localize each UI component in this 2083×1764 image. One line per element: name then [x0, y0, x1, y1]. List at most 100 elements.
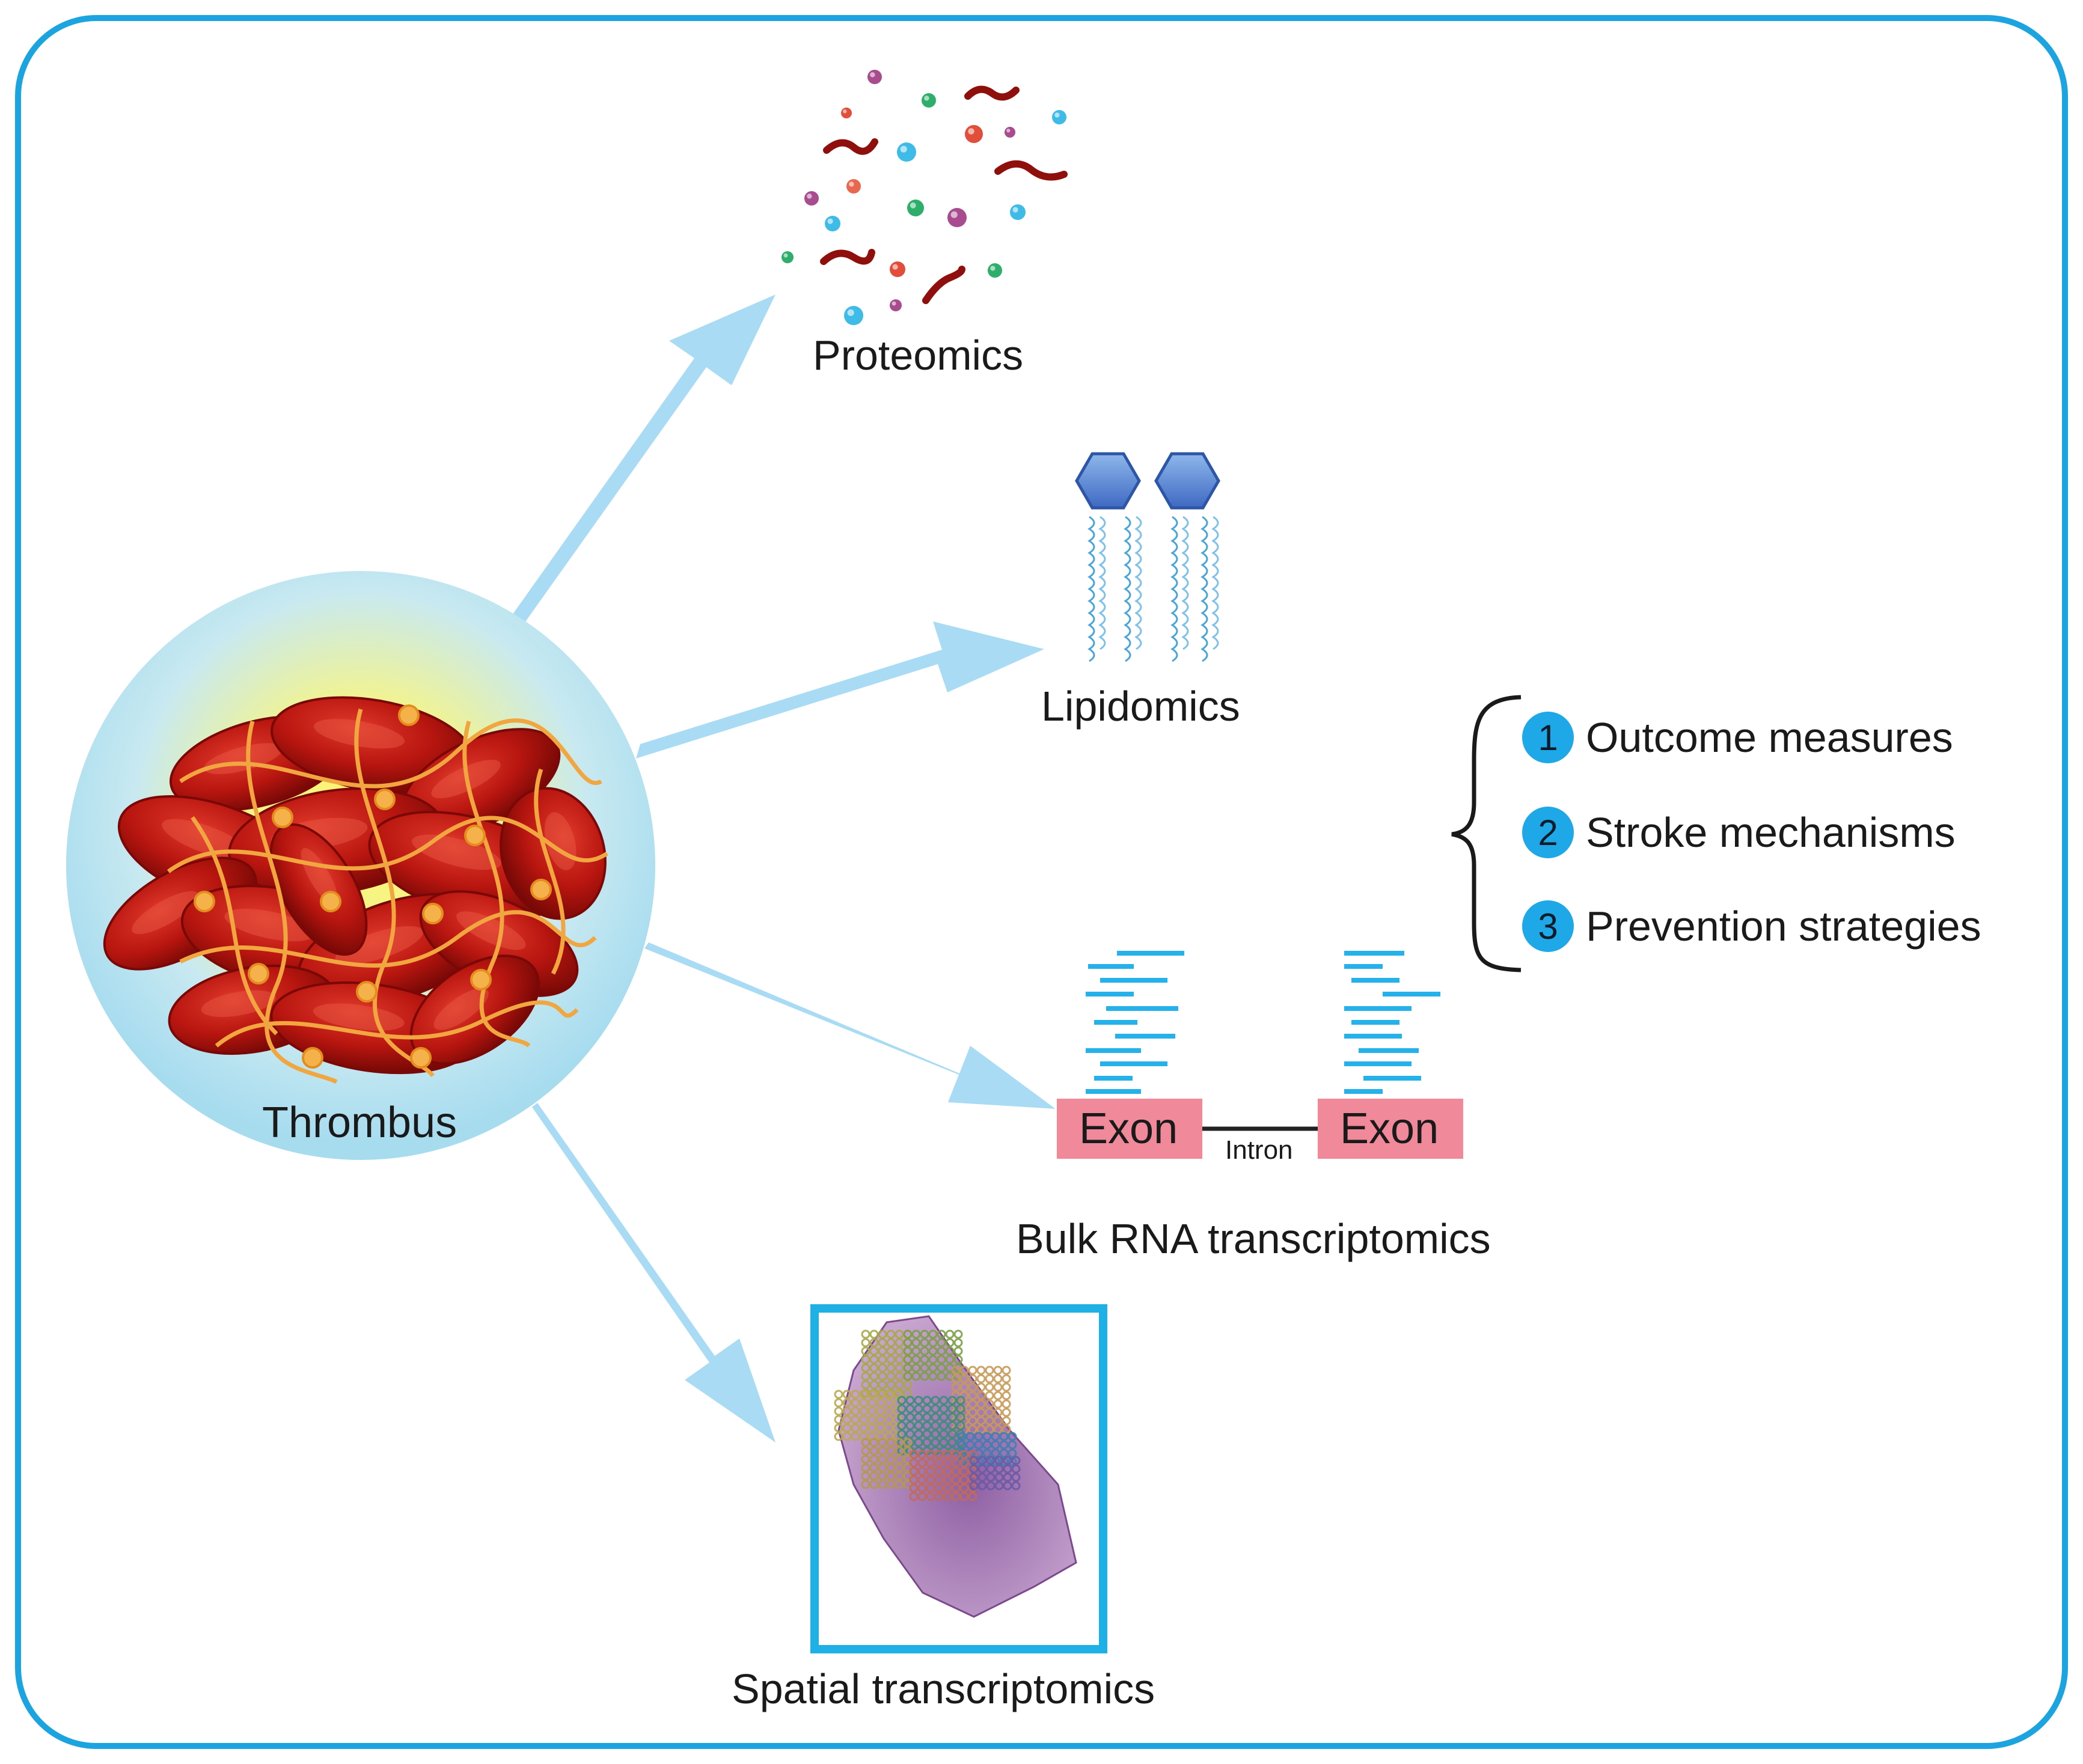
outcome-badge-1: 1	[1522, 712, 1574, 763]
platelet	[374, 789, 396, 810]
rna-read	[1344, 1061, 1412, 1066]
capture-spot	[914, 1438, 923, 1447]
capture-spot	[947, 1429, 957, 1439]
capture-spot	[897, 1404, 907, 1414]
capture-spot	[895, 1438, 904, 1447]
capture-spot	[897, 1429, 907, 1439]
capture-spot	[934, 1450, 944, 1459]
particle-shine	[968, 128, 974, 135]
capture-spot	[920, 1338, 929, 1347]
capture-spot	[886, 1329, 896, 1339]
capture-spot	[928, 1355, 938, 1364]
capture-spot	[969, 1464, 979, 1474]
capture-spot	[976, 1416, 986, 1426]
capture-spot	[867, 1423, 877, 1433]
capture-spot	[977, 1464, 987, 1474]
capture-spot	[947, 1412, 957, 1422]
rna-read	[1086, 1048, 1141, 1053]
capture-spot	[867, 1406, 877, 1416]
protein-particle	[890, 299, 902, 311]
capture-spot	[920, 1346, 929, 1356]
capture-spot	[876, 1398, 886, 1408]
capture-spot	[903, 1372, 913, 1381]
capture-spot	[909, 1450, 919, 1459]
capture-spot	[922, 1438, 932, 1447]
capture-spot	[969, 1456, 979, 1465]
cell-highlight	[132, 891, 199, 935]
outcome-item-3: 3 Prevention strategies	[1522, 899, 1981, 953]
capture-spot	[834, 1423, 843, 1433]
capture-spot	[951, 1366, 961, 1375]
platelet	[356, 981, 378, 1003]
fibrin-strand	[354, 709, 435, 1078]
capture-spot	[886, 1463, 896, 1473]
capture-spot	[869, 1329, 879, 1339]
capture-spot	[947, 1438, 957, 1447]
fibrin-strand	[179, 718, 602, 789]
cell-highlight	[313, 1003, 405, 1031]
rna-read	[1106, 1006, 1178, 1011]
capture-spot	[969, 1473, 979, 1482]
rna-read	[1351, 1020, 1399, 1025]
particle-shine	[900, 145, 907, 153]
rna-read	[1094, 1076, 1133, 1081]
lipid-tail	[1124, 516, 1131, 662]
capture-spot	[943, 1458, 952, 1468]
rna-read	[1344, 964, 1383, 969]
capture-spot	[897, 1421, 907, 1430]
capture-spot	[928, 1346, 938, 1356]
protein-particle	[988, 263, 1002, 278]
outcome-label-3: Prevention strategies	[1586, 903, 1981, 950]
capture-spot	[878, 1438, 887, 1447]
capture-spot	[884, 1406, 894, 1416]
cell-highlight	[314, 719, 405, 749]
capture-spot	[945, 1338, 955, 1347]
capture-spot	[884, 1415, 894, 1424]
capture-spot	[926, 1492, 935, 1501]
capture-spot	[945, 1346, 955, 1356]
capture-spot	[914, 1396, 923, 1405]
capture-spot	[851, 1415, 860, 1424]
capture-spot	[861, 1438, 870, 1447]
tissue-section	[834, 1315, 1077, 1618]
rna-read	[1344, 951, 1404, 956]
capture-spot	[878, 1338, 887, 1347]
frame-border	[15, 15, 2068, 1749]
capture-spot	[903, 1380, 913, 1390]
particle-shine	[827, 218, 833, 224]
capture-spot	[922, 1412, 932, 1422]
capture-spot	[943, 1475, 952, 1485]
particle-shine	[950, 211, 958, 218]
rna-read	[1359, 1048, 1419, 1053]
thrombus-label: Thrombus	[262, 1099, 457, 1147]
capture-spot	[1008, 1448, 1017, 1458]
capture-spot	[985, 1416, 994, 1426]
capture-spot	[861, 1480, 870, 1489]
capture-spot	[905, 1429, 915, 1439]
capture-spot	[886, 1446, 896, 1456]
capture-spot	[969, 1481, 979, 1491]
capture-spot	[993, 1416, 1003, 1426]
fibrin-strand	[215, 1000, 579, 1048]
capture-spot	[842, 1415, 852, 1424]
capture-spot	[911, 1355, 921, 1364]
protein-particle	[965, 125, 983, 143]
capture-spot	[893, 1390, 902, 1399]
capture-spot	[851, 1406, 860, 1416]
capture-spot	[968, 1492, 977, 1501]
capture-spot	[869, 1346, 879, 1356]
capture-spot	[926, 1458, 935, 1468]
capture-spot	[861, 1471, 870, 1481]
arrow-to-lipidomics	[636, 621, 1044, 758]
capture-spot	[895, 1346, 904, 1356]
capture-spot	[914, 1412, 923, 1422]
peptide-chain	[820, 249, 875, 265]
capture-spot	[869, 1446, 879, 1456]
protein-particle	[1010, 204, 1026, 220]
capture-spot	[977, 1481, 987, 1491]
protein-particle	[947, 208, 967, 227]
cell-highlight	[412, 834, 501, 870]
capture-spot	[1011, 1464, 1021, 1474]
capture-spot	[886, 1363, 896, 1373]
capture-spot	[917, 1483, 927, 1493]
